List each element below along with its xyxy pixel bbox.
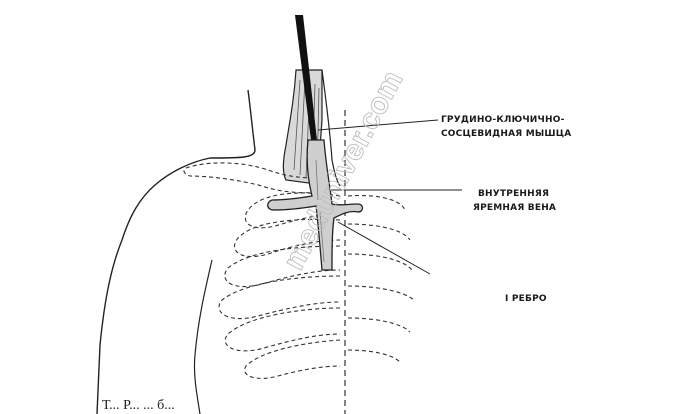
figure-caption: Т... Р... ... б... [102,398,175,413]
label-scm-line1: ГРУДИНО-КЛЮЧИЧНО- [441,115,565,125]
torso-left-edge [193,259,213,414]
internal-jugular-vein [267,139,364,271]
label-scm-line2: СОСЦЕВИДНАЯ МЫШЦА [441,129,571,139]
label-ijv-line2: ЯРЕМНАЯ ВЕНА [473,203,556,213]
leader-scm [317,119,439,131]
label-ijv-line1: ВНУТРЕННЯЯ [478,189,549,199]
label-rib: I РЕБРО [505,294,547,304]
leader-lines [317,119,462,275]
rib-cage-left [218,192,341,379]
clavicle [183,162,328,194]
body-outline [96,89,256,414]
rib-cage-right [347,195,415,363]
leader-rib [337,221,431,275]
